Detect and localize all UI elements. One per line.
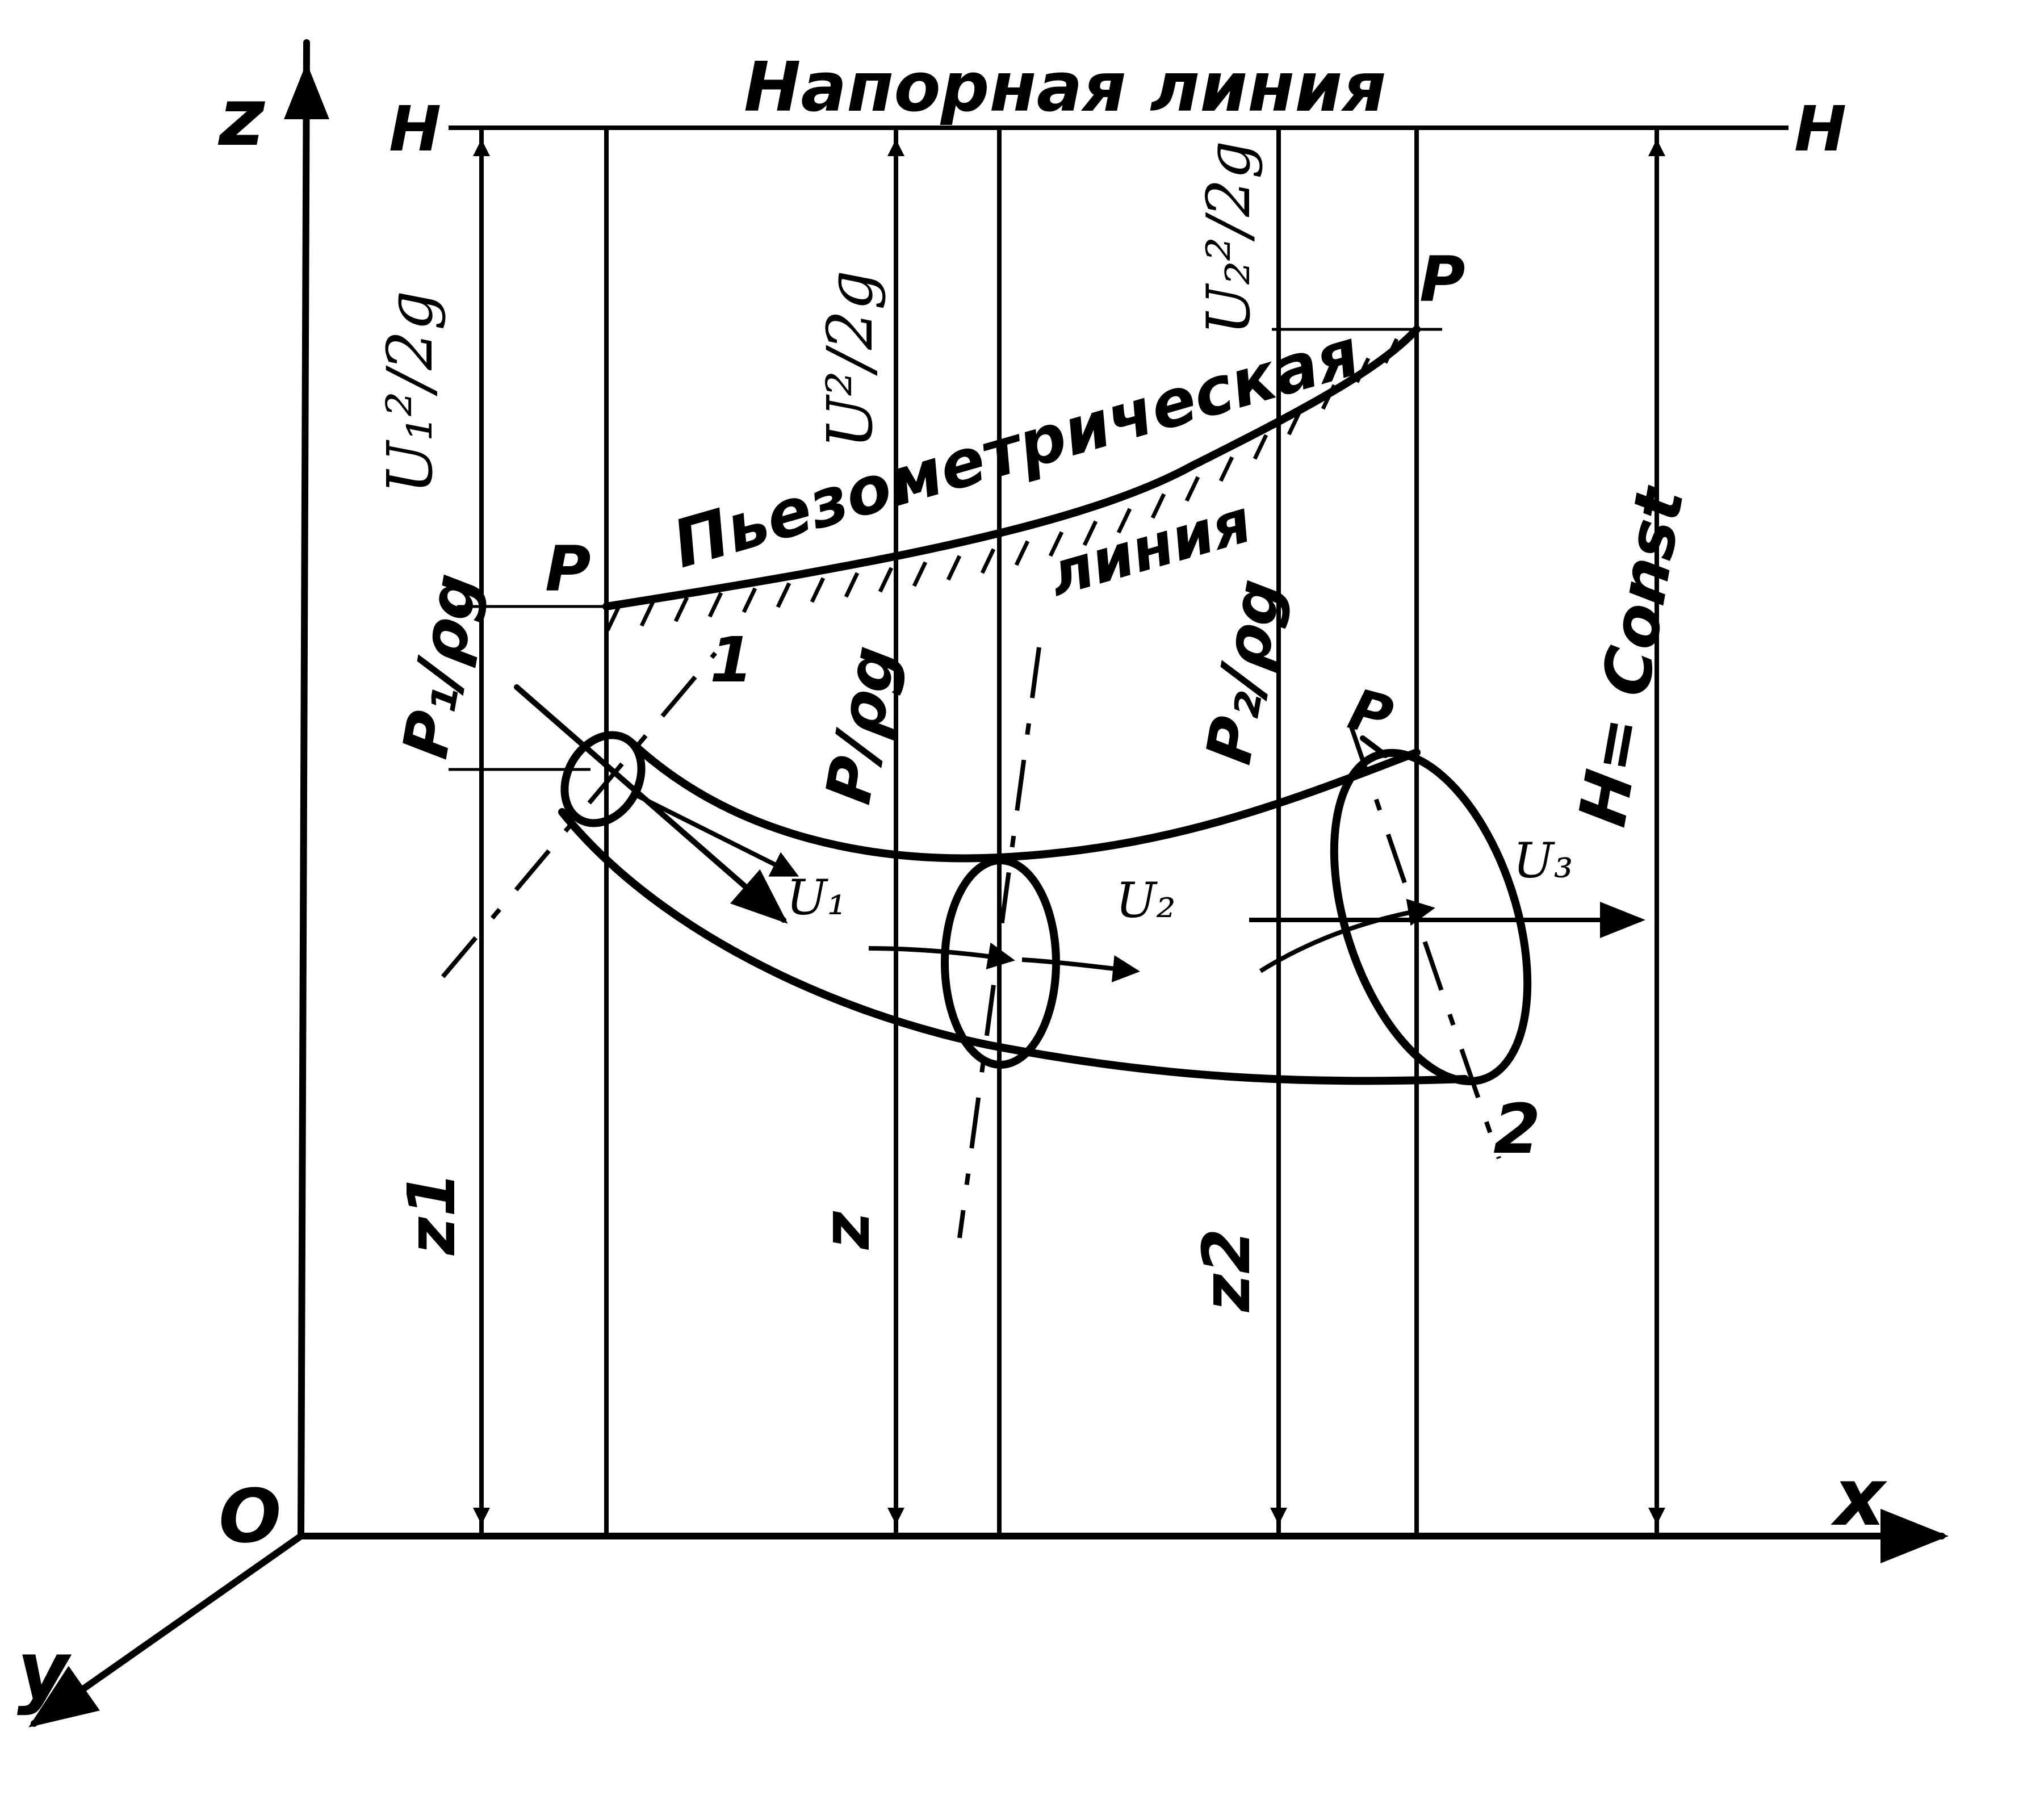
head-line-label: Напорная линия xyxy=(744,48,1386,127)
u2-label: U₂ xyxy=(1116,873,1176,929)
section-1-label: 1 xyxy=(710,624,753,696)
origin-label: O xyxy=(219,1473,282,1559)
flow-arrow-u2-a xyxy=(868,942,1015,970)
u1-sq-label: U₁²/2g xyxy=(374,291,446,494)
flow-arrow-u1 xyxy=(635,793,799,877)
h-const-label: H= Const xyxy=(1565,480,1699,831)
u1-label: U₁ xyxy=(786,870,847,926)
u3-label: U₃ xyxy=(1513,833,1573,889)
axis-y-line xyxy=(28,1533,304,1727)
axis-x-label: x xyxy=(1831,1451,1887,1544)
axis-z-label: z xyxy=(217,72,266,164)
piezometric-hatching xyxy=(605,338,1399,631)
h-left-label: H xyxy=(389,93,441,165)
flow-arrow-u2-b xyxy=(1021,955,1140,982)
h-right-label: H xyxy=(1794,93,1846,165)
section-2-label: 2 xyxy=(1493,1090,1541,1169)
cross-section-2 xyxy=(1330,748,1532,1086)
p-left-label: P xyxy=(545,533,591,605)
z2-label: z2 xyxy=(1189,1228,1265,1313)
axis-z-line xyxy=(298,39,310,1539)
cross-section-1 xyxy=(560,731,646,827)
section-line-2 xyxy=(1349,726,1501,1160)
u-sq-label: U²/2g xyxy=(814,270,886,449)
section-line-mid xyxy=(957,647,1041,1239)
section-normal-2 xyxy=(1360,735,1388,758)
stream-tube-lower xyxy=(558,808,1469,1085)
z1-label: z1 xyxy=(394,1172,470,1256)
axis-y-label: y xyxy=(17,1625,72,1717)
u2-sq-label: U₂²/2g xyxy=(1194,141,1263,335)
piezometric-line xyxy=(602,325,1421,610)
p-right-label: P xyxy=(1419,243,1465,316)
p-mid-label: P xyxy=(1342,676,1400,751)
piezo-line-label-1: Пьезометрическая xyxy=(665,315,1368,583)
p1-label: P₁/ρg xyxy=(389,568,493,764)
section-line-1 xyxy=(441,651,718,978)
flow-arrow-u3-a xyxy=(1259,898,1435,973)
z-mid-label: z xyxy=(809,1211,885,1250)
